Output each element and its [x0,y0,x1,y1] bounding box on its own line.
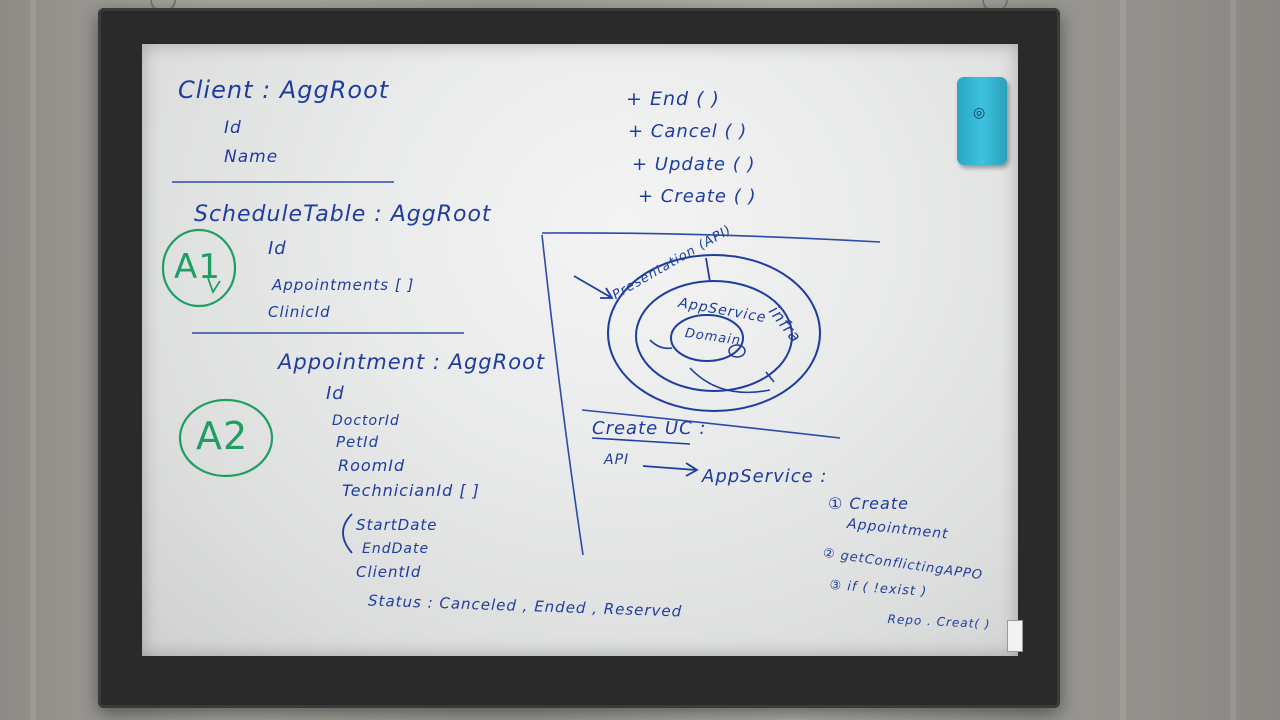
appointment-field: EndDate [362,541,430,557]
date-bracket [342,513,353,554]
flow-arrow [689,367,771,394]
method-item: + Create ( ) [638,186,757,207]
client-field: Id [224,118,242,138]
badge-circle-a2 [178,398,274,478]
appointment-field: StartDate [356,516,438,534]
use-case-api: API [604,452,630,468]
whiteboard-eraser: ◎ [957,77,1007,165]
ring-infra [607,254,821,412]
badge-tick [207,277,221,295]
use-case-step: ① Create [828,494,909,513]
flow-arrow [765,371,775,383]
appointment-title: Appointment : AggRoot [278,350,546,374]
appointment-field: ClientId [356,563,422,581]
whiteboard-surface [142,44,1018,656]
domain-dot [728,344,746,358]
divider-line [192,332,464,334]
entry-arrow [573,275,613,299]
method-item: + End ( ) [626,88,720,110]
badge-a1: A1 [174,247,221,287]
appointment-field: RoomId [338,456,406,475]
schedule-field: Id [268,238,287,259]
wall-stripe [1120,0,1126,720]
ring-domain [670,314,744,362]
ring-divider [705,257,711,283]
schedule-table-title: ScheduleTable : AggRoot [194,202,492,227]
diagram-top-line [541,232,881,243]
wall-stripe [30,0,36,720]
diagram-bottom-line [581,409,841,439]
badge-circle-a1 [161,228,237,308]
barcode-tag [1007,620,1023,652]
schedule-field: ClinicId [268,303,331,321]
appointment-field: PetId [336,433,380,451]
api-flow-arrow [642,465,697,471]
appointment-field: DoctorId [332,413,400,429]
uc-underline [591,437,691,445]
eraser-logo-icon: ◎ [973,105,986,121]
diagram-left-line [541,234,584,556]
use-case-app-service: AppService : [702,466,828,487]
appointment-field: TechnicianId [ ] [342,481,480,500]
method-item: + Cancel ( ) [628,121,748,142]
appointment-field: Id [326,383,345,404]
ring-app-service [635,280,793,392]
client-field: Name [224,147,279,167]
badge-a2: A2 [196,414,249,458]
api-flow-arrowhead [685,462,699,477]
use-case-title: Create UC : [592,418,707,439]
divider-line [172,181,394,183]
client-title: Client : AggRoot [178,76,390,104]
wall-stripe [1230,0,1236,720]
entry-arrowhead [600,287,614,299]
schedule-field: Appointments [ ] [272,276,415,294]
method-item: + Update ( ) [632,154,756,175]
inner-arrow [649,339,673,350]
